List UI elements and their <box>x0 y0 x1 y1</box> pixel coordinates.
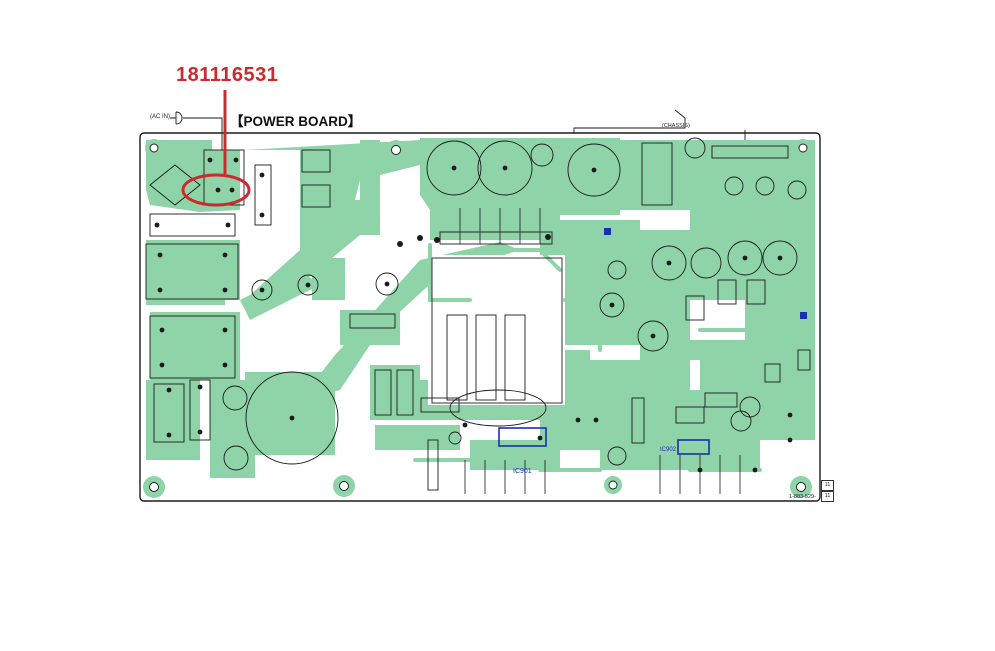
plug-icon <box>170 111 223 150</box>
mounting-hole-icon <box>149 143 808 492</box>
chassis-wire <box>573 109 746 140</box>
chassis-label: (CHASSIS) <box>662 123 690 129</box>
ic901-label: IC901 <box>513 468 532 475</box>
ic-highlight-small <box>604 228 807 319</box>
ic902-label: IC902 <box>660 447 677 453</box>
ic-highlight <box>498 427 710 455</box>
board-title: 【POWER BOARD】 <box>230 114 362 129</box>
traces <box>413 243 762 472</box>
page-index-box: 11 <box>821 480 834 491</box>
ac-in-label: (AC IN) <box>150 114 170 120</box>
board-code-label: 1-883-529- <box>789 494 816 500</box>
components <box>145 137 811 491</box>
part-number-annotation: 181116531 <box>176 64 279 86</box>
page-index-box: 11 <box>821 491 834 502</box>
solder-pads <box>154 157 793 473</box>
connector-pins <box>459 208 741 494</box>
annotation-marker <box>181 90 251 207</box>
